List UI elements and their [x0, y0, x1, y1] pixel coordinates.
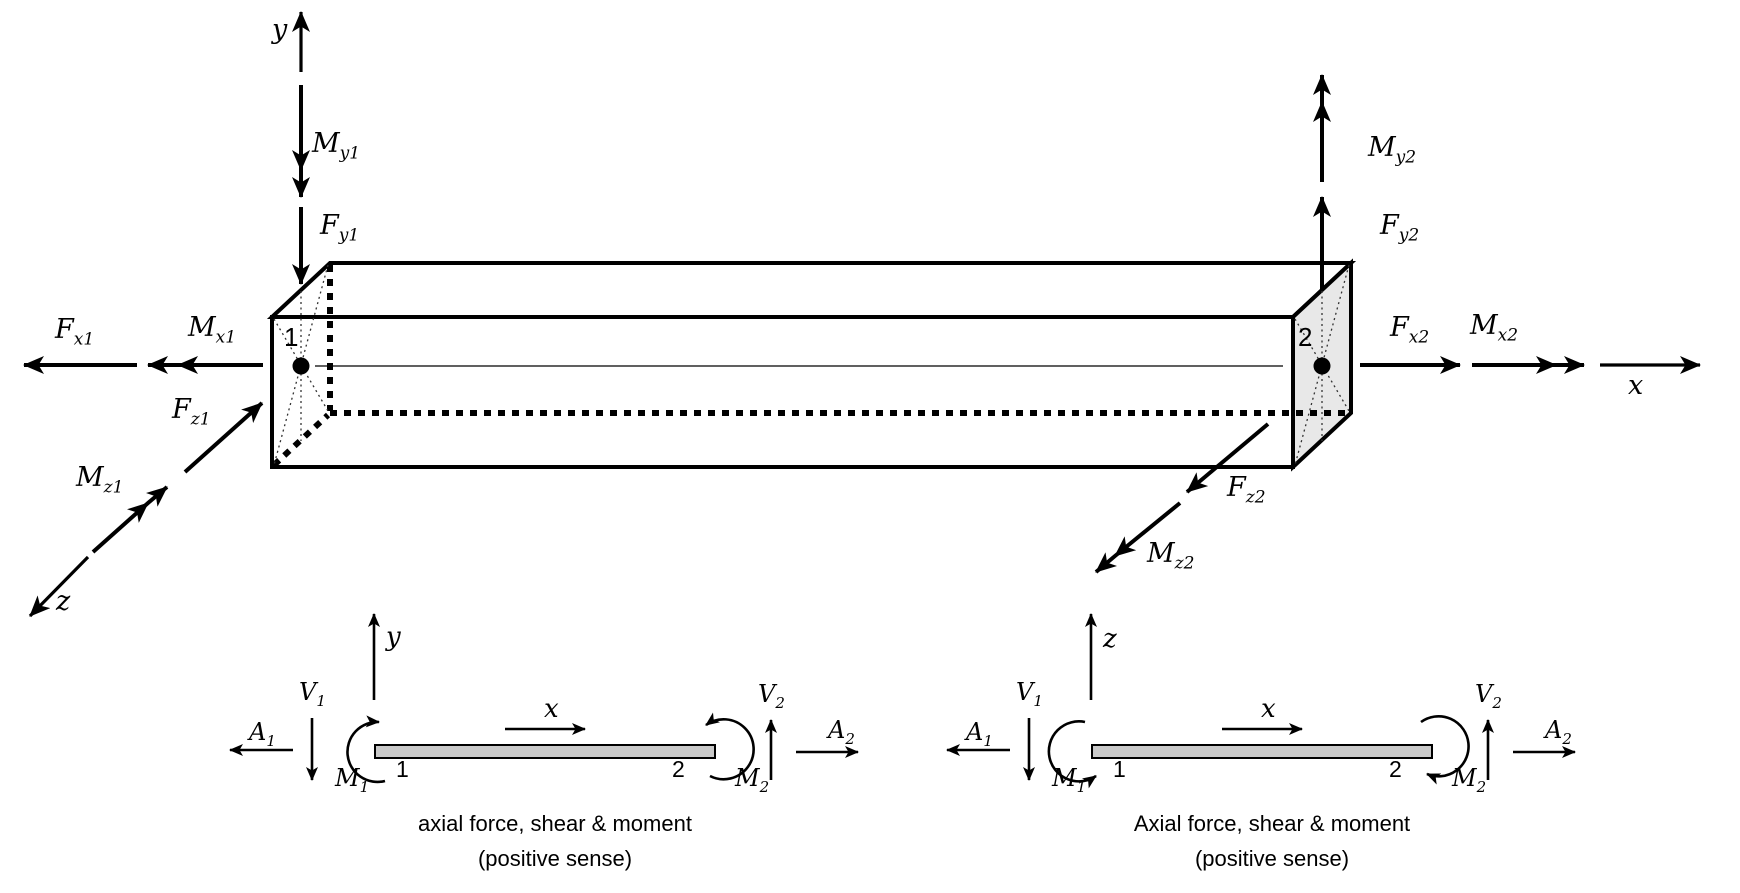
fz2-arrow: [1185, 422, 1270, 494]
xz-a1-label: A1: [966, 718, 993, 750]
face1-diagonal-a: [273, 318, 329, 412]
fy1-label: Fy1: [320, 210, 360, 246]
mz2-arrow: [1094, 501, 1182, 574]
node-2-label: 2: [1298, 322, 1313, 352]
z-axis-arrow: [28, 555, 90, 618]
node-2-dot: [1313, 357, 1331, 375]
fz1-label: Fz1: [172, 394, 211, 430]
xy-m1-moment-arc: [346, 715, 386, 784]
xy-caption-line1: axial force, shear & moment: [418, 811, 692, 836]
xz-beam-bar: [1091, 744, 1433, 759]
xz-v1-label: V1: [1016, 678, 1043, 710]
x-axis-label: x: [1628, 370, 1644, 401]
xz-a2-label: A2: [1545, 716, 1572, 748]
xy-node-1-label: 1: [396, 756, 409, 782]
mx1-label: Mx1: [188, 312, 237, 348]
xy-node-2-label: 2: [672, 756, 685, 782]
fz1-arrow: [183, 401, 264, 474]
xy-m1-label: M1: [335, 764, 370, 796]
fx1-label: Fx1: [55, 314, 95, 350]
xy-caption: axial force, shear & moment (positive se…: [345, 806, 765, 876]
xz-node-1-label: 1: [1113, 756, 1126, 782]
face2-diagonal-a: [1294, 318, 1350, 412]
xy-m2-moment-arc: [705, 712, 755, 781]
z-axis-label: z: [56, 586, 71, 617]
mx2-label: Mx2: [1470, 310, 1519, 346]
mz1-arrow: [91, 485, 169, 554]
xz-m1-moment-arc: [1047, 720, 1097, 789]
beam-top-face: [266, 261, 1357, 319]
fy2-label: Fy2: [1380, 210, 1420, 246]
xy-a1-label: A1: [249, 718, 276, 750]
node-1-dot: [292, 357, 310, 375]
xz-m2-moment-arc: [1420, 715, 1470, 785]
xy-a2-label: A2: [828, 716, 855, 748]
xy-beam-bar: [374, 744, 716, 759]
node-1-label: 1: [284, 322, 299, 352]
xz-caption-line1: Axial force, shear & moment: [1133, 811, 1411, 836]
my2-label: My2: [1368, 132, 1417, 168]
xy-m2-label: M2: [735, 764, 770, 796]
xy-caption-line2: (positive sense): [477, 846, 633, 871]
xz-m1-label: M1: [1052, 764, 1087, 796]
xz-v2-label: V2: [1475, 680, 1502, 712]
beam-front-face: [270, 315, 1295, 469]
xy-v1-label: V1: [299, 678, 326, 710]
xy-v2-label: V2: [758, 680, 785, 712]
my1-label: My1: [312, 128, 361, 164]
face2-diagonal-b: [1294, 264, 1350, 466]
xz-node-2-label: 2: [1389, 756, 1402, 782]
fz2-label: Fz2: [1227, 472, 1266, 508]
xz-z-axis-label: z: [1103, 624, 1117, 654]
mz2-label: Mz2: [1147, 538, 1195, 574]
xz-caption-line2: (positive sense): [1194, 846, 1350, 871]
mz1-label: Mz1: [76, 462, 124, 498]
xz-caption: Axial force, shear & moment (positive se…: [1062, 806, 1482, 876]
y-axis-label: y: [272, 14, 288, 45]
xz-x-axis-label: x: [1261, 694, 1276, 724]
xy-y-axis-label: y: [386, 622, 401, 652]
xz-m2-label: M2: [1452, 764, 1487, 796]
beam-hidden-edge-left-bottom: [271, 412, 331, 468]
fx2-label: Fx2: [1390, 312, 1430, 348]
xy-x-axis-label: x: [544, 694, 559, 724]
face1-diagonal-b: [273, 264, 329, 466]
